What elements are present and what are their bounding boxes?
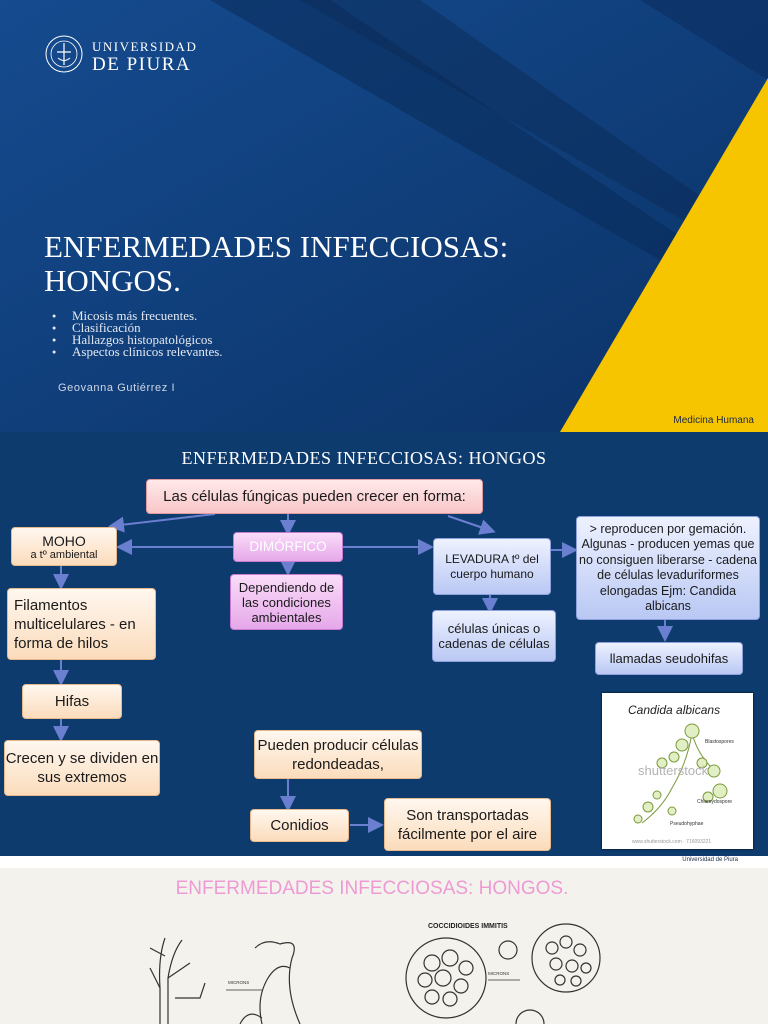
image-credit: www.shutterstock.com · 716093221 xyxy=(632,839,711,845)
watermark-text: shutterstock xyxy=(638,763,709,778)
title-slide: UNIVERSIDAD DE PIURA ENFERMEDADES INFECC… xyxy=(0,0,768,432)
growth-forms-box: Las células fúngicas pueden crecer en fo… xyxy=(146,479,483,514)
list-item: Micosis más frecuentes. xyxy=(52,309,223,322)
list-item: Hallazgos histopatológicos xyxy=(52,333,223,346)
candida-albicans-image: Candida albicans shutterstock Blas xyxy=(602,693,753,849)
image-title: Candida albicans xyxy=(628,703,721,717)
pueden-producir-box: Pueden producir células redondeadas, xyxy=(254,730,422,779)
hifas-box: Hifas xyxy=(22,684,122,719)
yellow-accent-triangle xyxy=(560,78,768,432)
logo-line-1: UNIVERSIDAD xyxy=(92,39,198,54)
concept-map-slide: ENFERMEDADES INFECCIOSAS: HONGOS Las cél… xyxy=(0,432,768,856)
footer-label: Universidad de Piura xyxy=(682,857,738,863)
author-name: Geovanna Gutiérrez I xyxy=(58,382,176,394)
spherule-drawing xyxy=(405,923,601,1024)
list-item: Aspectos clínicos relevantes. xyxy=(52,345,223,358)
seudohifas-box: llamadas seudohifas xyxy=(595,642,743,675)
footer-label: Medicina Humana xyxy=(673,415,754,426)
list-item: Clasificación xyxy=(52,321,223,334)
topic-list: Micosis más frecuentes. Clasificación Ha… xyxy=(52,309,223,358)
moho-label: MOHO xyxy=(42,532,86,549)
logo-line-2: DE PIURA xyxy=(92,54,192,75)
dimorfico-box: DIMÓRFICO xyxy=(233,532,343,562)
title-line-1: ENFERMEDADES INFECCIOSAS: xyxy=(44,229,509,264)
crecen-box: Crecen y se dividen en sus extremos xyxy=(4,740,160,796)
filamentos-box: Filamentos multicelulares - en forma de … xyxy=(7,588,156,660)
university-seal-icon xyxy=(44,34,84,79)
university-logo-text: UNIVERSIDAD DE PIURA xyxy=(92,40,197,75)
scale-label: MICRONS xyxy=(228,980,249,985)
diagram-label: Chlamydospore xyxy=(697,799,732,805)
levadura-box: LEVADURA tº del cuerpo humano xyxy=(433,538,551,595)
scale-label: MICRONS xyxy=(488,971,509,976)
levadura-description-box: células únicas o cadenas de células xyxy=(432,610,556,662)
diagram-label: Blastospores xyxy=(705,739,734,745)
transportadas-box: Son transportadas fácilmente por el aire xyxy=(384,798,551,851)
connector-arrows xyxy=(53,513,673,833)
gemacion-box: > reproducen por gemación. Algunas - pro… xyxy=(576,516,760,620)
title-line-2: HONGOS. xyxy=(44,263,181,298)
moho-sublabel: a tº ambiental xyxy=(30,548,98,561)
hyphae-drawing xyxy=(149,937,301,1024)
slide-footer: Universidad de Piura xyxy=(0,856,768,868)
coccidioides-label: COCCIDIOIDES IMMITIS xyxy=(428,923,508,930)
slide-title: ENFERMEDADES INFECCIOSAS: HONGOS. xyxy=(44,230,508,298)
slide-background xyxy=(0,0,768,432)
diagram-label: Pseudohyphae xyxy=(670,821,704,827)
moho-box: MOHO a tº ambiental xyxy=(11,527,117,566)
dimorfico-description-box: Dependiendo de las condiciones ambiental… xyxy=(230,574,343,630)
fungi-illustrations: MICRONS MICRONS xyxy=(149,923,601,1024)
slide-title: ENFERMEDADES INFECCIOSAS: HONGOS xyxy=(181,448,547,468)
illustration-slide: ENFERMEDADES INFECCIOSAS: HONGOS. COCCID… xyxy=(0,868,768,1024)
candida-illustration: shutterstock Blastospores Chlamydospore … xyxy=(632,723,734,845)
conidios-box: Conidios xyxy=(250,809,349,842)
slide-title: ENFERMEDADES INFECCIOSAS: HONGOS. xyxy=(175,878,569,899)
